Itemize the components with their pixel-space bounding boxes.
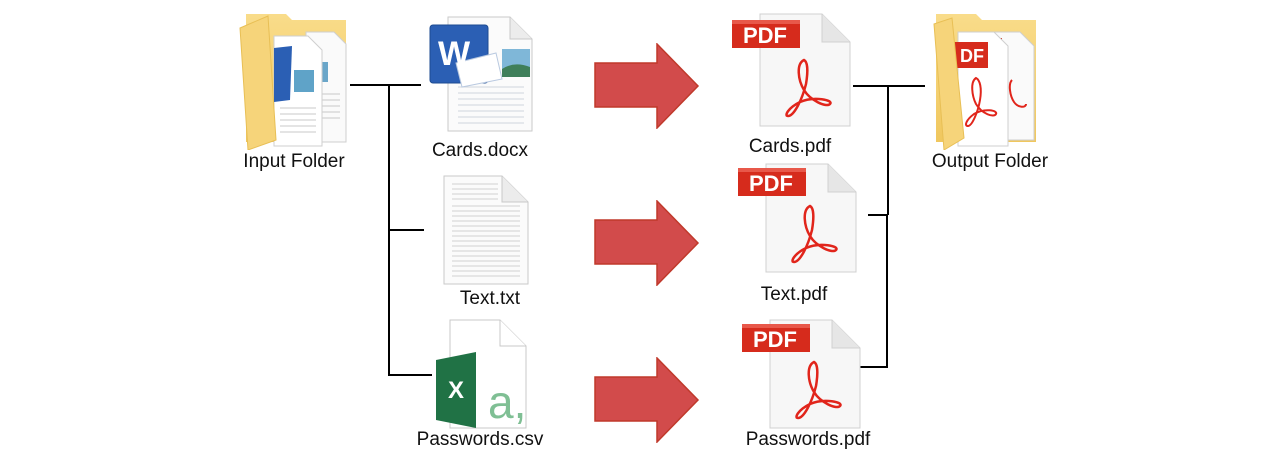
input-file-label: Passwords.csv bbox=[416, 429, 544, 450]
output-file-passwords-pdf[interactable]: PDF bbox=[740, 316, 862, 434]
input-file-label: Text.txt bbox=[459, 288, 521, 309]
convert-arrow-icon bbox=[594, 43, 700, 129]
csv-a-glyph: a, bbox=[488, 376, 526, 428]
text-file-icon bbox=[443, 175, 529, 285]
convert-arrow-icon bbox=[594, 200, 700, 286]
output-file-label: Cards.pdf bbox=[748, 136, 832, 157]
output-file-label: Passwords.pdf bbox=[745, 429, 871, 450]
folder-with-pdfs-icon: DF bbox=[933, 14, 1036, 150]
output-file-cards-pdf[interactable]: PDF bbox=[730, 10, 852, 128]
input-file-passwords-csv[interactable]: X a, bbox=[434, 318, 534, 430]
output-folder-label: Output Folder bbox=[931, 151, 1049, 172]
output-folder[interactable]: DF bbox=[932, 10, 1048, 150]
output-file-text-pdf[interactable]: PDF bbox=[736, 160, 858, 278]
svg-text:PDF: PDF bbox=[743, 23, 787, 48]
pdf-file-icon: PDF bbox=[742, 319, 861, 429]
svg-text:W: W bbox=[438, 35, 471, 73]
svg-text:PDF: PDF bbox=[753, 327, 797, 352]
output-file-label: Text.pdf bbox=[760, 284, 828, 305]
folder-with-documents-icon bbox=[239, 14, 347, 150]
input-folder[interactable] bbox=[238, 10, 354, 150]
input-file-cards-docx[interactable]: W bbox=[426, 13, 536, 135]
excel-x-glyph: X bbox=[448, 377, 464, 404]
svg-text:DF: DF bbox=[960, 46, 984, 66]
input-folder-label: Input Folder bbox=[243, 151, 345, 172]
pdf-file-icon: PDF bbox=[732, 13, 851, 127]
convert-arrow-icon bbox=[594, 357, 700, 443]
word-document-icon: W bbox=[429, 16, 533, 132]
input-file-label: Cards.docx bbox=[431, 140, 529, 161]
input-file-text-txt[interactable] bbox=[442, 174, 532, 286]
csv-file-icon: X a, bbox=[436, 319, 527, 429]
pdf-file-icon: PDF bbox=[738, 163, 857, 273]
svg-text:PDF: PDF bbox=[749, 171, 793, 196]
